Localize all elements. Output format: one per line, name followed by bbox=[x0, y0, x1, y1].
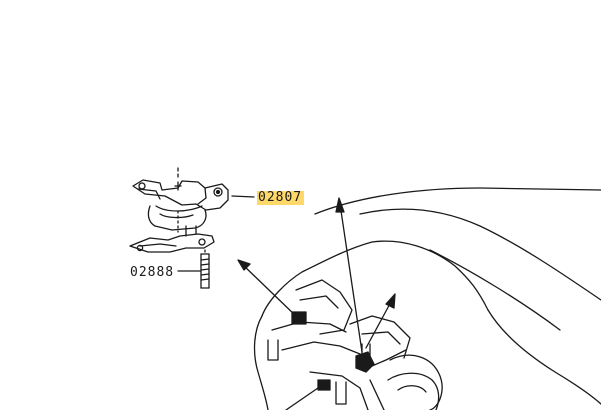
leader-line-02807 bbox=[231, 195, 255, 198]
vehicle-front-outline bbox=[253, 187, 601, 410]
engine-mount-assembly bbox=[129, 167, 229, 289]
arrow-to-right-mount bbox=[339, 203, 363, 353]
arrow-to-left-mount bbox=[241, 263, 299, 319]
part-number-02888-label: 02888 bbox=[130, 265, 175, 280]
arrow-lower-left bbox=[285, 387, 319, 410]
arrow-up-right bbox=[365, 299, 393, 349]
part-number-02807-label: 02807 bbox=[257, 190, 305, 205]
pointer-arrows bbox=[237, 197, 396, 410]
arrow-lower-right bbox=[369, 379, 385, 410]
